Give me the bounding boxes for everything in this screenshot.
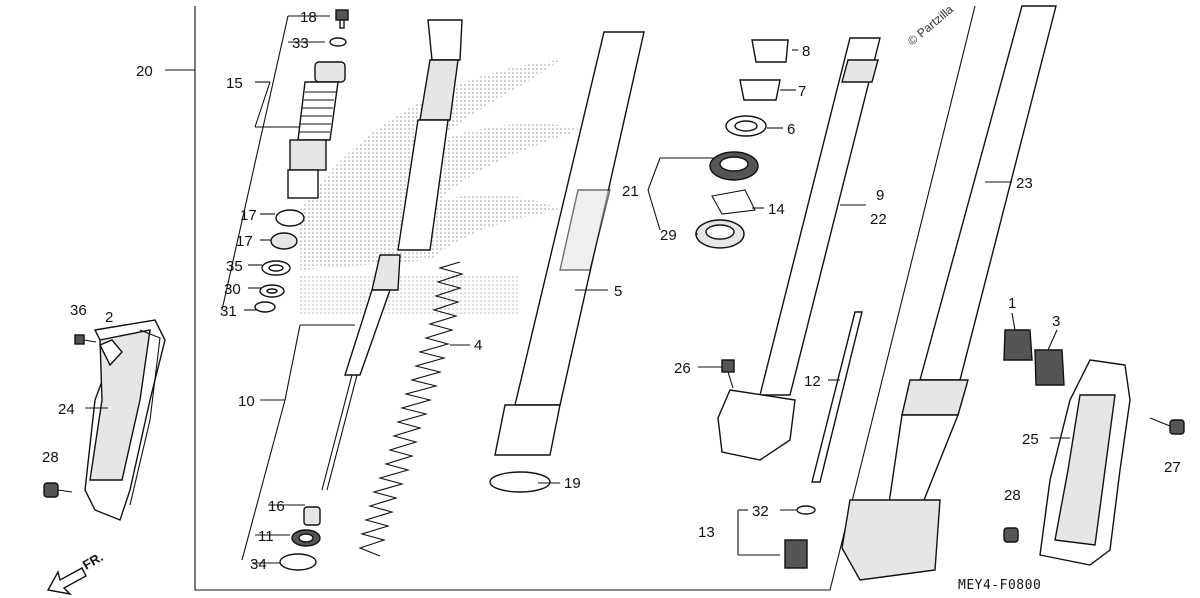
part-label-8[interactable]: 8 xyxy=(802,43,810,60)
part-labels: 18 33 20 15 17 17 35 30 31 36 2 24 28 10… xyxy=(42,9,1181,573)
part-label-1[interactable]: 1 xyxy=(1008,295,1016,312)
part-label-9[interactable]: 9 xyxy=(876,187,884,204)
o-ring-32 xyxy=(796,505,816,515)
part-label-2[interactable]: 2 xyxy=(105,309,113,326)
part-label-22[interactable]: 22 xyxy=(870,211,887,228)
rod-12 xyxy=(811,311,863,483)
dust-seal-29 xyxy=(695,219,745,249)
part-label-34[interactable]: 34 xyxy=(250,556,267,573)
ring-30 xyxy=(259,284,285,298)
part-label-31[interactable]: 31 xyxy=(220,303,237,320)
bolt-28-left xyxy=(43,482,73,498)
part-label-7[interactable]: 7 xyxy=(798,83,806,100)
front-arrow-icon xyxy=(46,567,87,596)
part-label-11[interactable]: 11 xyxy=(258,528,274,545)
bracket-lines xyxy=(221,15,780,564)
front-direction-label: FR. xyxy=(80,549,106,572)
part-label-15[interactable]: 15 xyxy=(226,75,243,92)
part-label-36[interactable]: 36 xyxy=(70,302,87,319)
leader-lines xyxy=(85,49,1070,511)
clip-14 xyxy=(711,189,756,215)
part-label-3[interactable]: 3 xyxy=(1052,313,1060,330)
outer-tube-23 xyxy=(841,5,1057,581)
diagram-code: MEY4-F0800 xyxy=(958,578,1041,593)
bolt-26 xyxy=(721,359,735,389)
seal-11 xyxy=(291,529,321,547)
part-label-28-right[interactable]: 28 xyxy=(1004,487,1021,504)
fork-tube-9-22 xyxy=(717,37,881,461)
part-label-19[interactable]: 19 xyxy=(564,475,581,492)
fork-spring-4 xyxy=(358,261,464,557)
clip-8 xyxy=(751,39,789,63)
part-label-26[interactable]: 26 xyxy=(674,360,691,377)
damper-cartridge-15 xyxy=(287,61,346,199)
stop-ring-19 xyxy=(489,471,551,493)
washer-6 xyxy=(725,115,767,137)
bolt-27 xyxy=(1149,417,1185,435)
part-label-25[interactable]: 25 xyxy=(1022,431,1039,448)
ring-34 xyxy=(279,553,317,571)
bolt-36 xyxy=(74,334,97,345)
part-label-16[interactable]: 16 xyxy=(268,498,285,515)
inner-tube-assembly-10 xyxy=(321,19,463,491)
bolt-28-right xyxy=(1003,527,1019,543)
clamp-1 xyxy=(1003,329,1033,361)
part-label-32[interactable]: 32 xyxy=(752,503,769,520)
part-label-6[interactable]: 6 xyxy=(787,121,795,138)
part-label-17a[interactable]: 17 xyxy=(240,207,257,224)
part-label-30[interactable]: 30 xyxy=(224,281,241,298)
part-label-20[interactable]: 20 xyxy=(136,63,153,80)
part-label-24[interactable]: 24 xyxy=(58,401,75,418)
outer-tube-5 xyxy=(494,31,645,456)
collar-17b xyxy=(270,232,298,250)
part-label-23[interactable]: 23 xyxy=(1016,175,1033,192)
part-label-10[interactable]: 10 xyxy=(238,393,255,410)
part-label-18[interactable]: 18 xyxy=(300,9,317,26)
part-label-5[interactable]: 5 xyxy=(614,283,622,300)
collar-16 xyxy=(303,506,321,526)
part-label-21[interactable]: 21 xyxy=(622,183,639,200)
bleed-screw-13 xyxy=(784,539,808,569)
front-direction-indicator: FR. xyxy=(46,549,106,596)
clamp-2 xyxy=(99,339,123,367)
oil-seal-21 xyxy=(709,151,759,181)
bushing-7 xyxy=(739,79,781,101)
part-label-14[interactable]: 14 xyxy=(768,201,785,218)
part-label-33[interactable]: 33 xyxy=(292,35,309,52)
collar-17a xyxy=(275,209,305,227)
assembly-frame xyxy=(194,5,976,591)
part-label-4[interactable]: 4 xyxy=(474,337,482,354)
washer-33 xyxy=(329,37,347,47)
washer-31 xyxy=(254,301,276,313)
part-label-27[interactable]: 27 xyxy=(1164,459,1181,476)
watermark: © Partzilla xyxy=(905,2,956,48)
right-fork-guard xyxy=(1039,359,1131,566)
part-label-28-left[interactable]: 28 xyxy=(42,449,59,466)
part-label-29[interactable]: 29 xyxy=(660,227,677,244)
part-label-17b[interactable]: 17 xyxy=(236,233,253,250)
part-label-35[interactable]: 35 xyxy=(226,258,243,275)
ring-35 xyxy=(261,260,291,276)
part-label-13[interactable]: 13 xyxy=(698,524,715,541)
left-fork-guard xyxy=(84,319,166,521)
bolt-18 xyxy=(335,9,349,29)
clamp-3 xyxy=(1034,349,1065,386)
part-label-12[interactable]: 12 xyxy=(804,373,821,390)
